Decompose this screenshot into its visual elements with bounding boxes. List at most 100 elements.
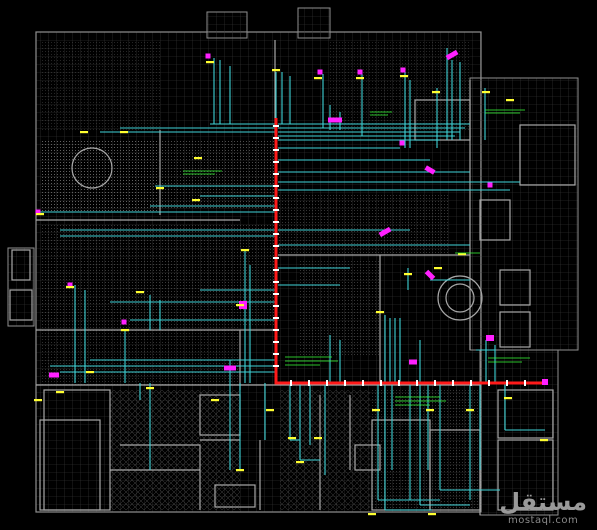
device-tag — [356, 77, 364, 80]
device-tag — [241, 249, 249, 252]
trunk-markers — [273, 125, 526, 386]
device-tag — [56, 391, 64, 394]
trunk-marker — [273, 197, 279, 199]
device-tag — [146, 387, 154, 390]
device-tag — [314, 437, 322, 440]
device-tag — [368, 513, 376, 516]
mostaql-watermark: مستقل mostaql.com — [499, 489, 587, 526]
trunk-marker — [273, 125, 279, 127]
device-tags — [34, 61, 548, 516]
trunk-marker — [273, 269, 279, 271]
trunk-marker — [273, 341, 279, 343]
device-tag — [120, 131, 128, 134]
trunk-marker — [273, 149, 279, 151]
device-tag — [236, 469, 244, 472]
device-tag — [504, 397, 512, 400]
trunk-marker — [362, 380, 364, 386]
device-symbol — [487, 182, 493, 188]
trunk-marker — [398, 380, 400, 386]
cable-runs — [40, 48, 545, 511]
trunk-marker — [273, 209, 279, 211]
trunk-marker — [380, 380, 382, 386]
device-tag — [426, 409, 434, 412]
watermark-logo: مستقل — [499, 488, 587, 516]
device-tag — [272, 69, 280, 72]
trunk-marker — [273, 233, 279, 235]
device-tag — [66, 286, 74, 289]
trunk-marker — [344, 380, 346, 386]
device-tag — [211, 399, 219, 402]
trunk-marker — [452, 380, 454, 386]
trunk-marker — [488, 380, 490, 386]
trunk-marker — [273, 281, 279, 283]
device-symbol — [424, 269, 436, 281]
trunk-marker — [273, 173, 279, 175]
device-tag — [236, 304, 244, 307]
device-tag — [156, 187, 164, 190]
trunk-marker — [273, 185, 279, 187]
trunk-marker — [273, 305, 279, 307]
device-symbol — [317, 69, 323, 75]
device-tag — [194, 157, 202, 160]
device-symbol — [486, 335, 494, 341]
trunk-marker — [524, 380, 526, 386]
trunk-marker — [273, 245, 279, 247]
device-symbol — [224, 365, 236, 371]
device-symbol — [378, 226, 392, 238]
trunk-marker — [273, 353, 279, 355]
device-symbol — [409, 359, 417, 365]
device-tag — [482, 91, 490, 94]
watermark-site: mostaql.com — [507, 515, 579, 526]
device-tag — [428, 513, 436, 516]
device-tag — [372, 409, 380, 412]
trunk-marker — [273, 329, 279, 331]
annotation-notes — [183, 109, 530, 406]
device-symbol — [67, 282, 73, 288]
trunk-marker — [273, 137, 279, 139]
device-tag — [206, 61, 214, 64]
device-symbol — [205, 53, 211, 59]
device-tag — [296, 461, 304, 464]
trunk-marker — [273, 257, 279, 259]
device-tag — [400, 75, 408, 78]
device-tag — [288, 437, 296, 440]
trunk-marker — [290, 380, 292, 386]
device-tag — [432, 91, 440, 94]
trunk-marker — [326, 380, 328, 386]
device-symbol — [400, 67, 406, 73]
device-tag — [404, 273, 412, 276]
device-tag — [266, 409, 274, 412]
device-symbol — [35, 209, 41, 215]
device-tag — [506, 99, 514, 102]
trunk-marker — [434, 380, 436, 386]
device-symbol — [357, 69, 363, 75]
trunk-marker — [273, 317, 279, 319]
trunk-marker — [506, 380, 508, 386]
device-symbol — [542, 379, 548, 385]
device-symbol — [328, 117, 342, 123]
trunk-marker — [470, 380, 472, 386]
device-tag — [80, 131, 88, 134]
trunk-marker — [273, 161, 279, 163]
device-symbol — [445, 49, 459, 61]
device-tag — [136, 291, 144, 294]
device-tag — [192, 199, 200, 202]
device-tag — [458, 253, 466, 256]
device-tag — [314, 77, 322, 80]
trunk-marker — [308, 380, 310, 386]
device-tag — [121, 329, 129, 332]
trunk-marker — [273, 365, 279, 367]
device-symbol — [49, 372, 59, 378]
trunk-marker — [273, 221, 279, 223]
device-tag — [376, 311, 384, 314]
device-tag — [86, 371, 94, 374]
device-tag — [466, 409, 474, 412]
trunk-marker — [273, 293, 279, 295]
device-symbol — [121, 319, 127, 325]
device-symbol — [399, 140, 405, 146]
walls — [9, 40, 576, 515]
main-trunk — [274, 118, 548, 385]
device-symbol — [424, 165, 436, 175]
device-tag — [434, 267, 442, 270]
